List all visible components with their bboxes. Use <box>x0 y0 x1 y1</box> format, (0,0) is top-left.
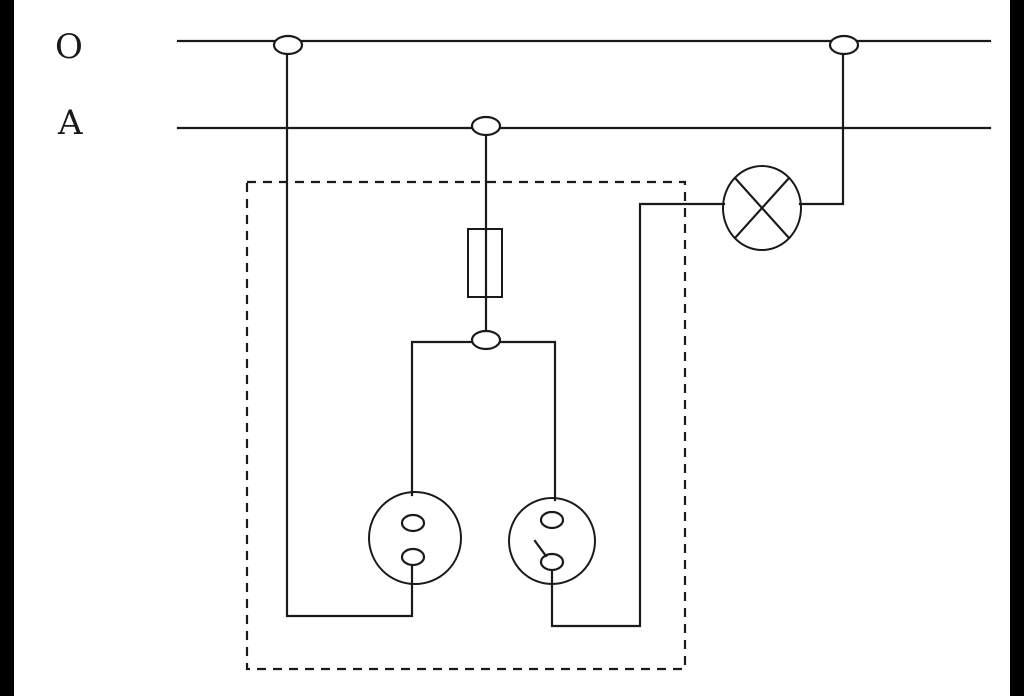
dashed-enclosure <box>245 180 687 671</box>
wire-lamp-return <box>798 43 845 206</box>
wire-switch-to-lamp <box>550 202 726 628</box>
junction-bottom-line <box>470 115 502 137</box>
line-label-bottom: A <box>57 103 83 143</box>
line-label-top: O <box>55 27 83 67</box>
drawing-area <box>14 0 1010 696</box>
junction-top-right <box>828 34 860 56</box>
lamp-icon <box>722 165 802 251</box>
wire-socket-return <box>285 43 414 618</box>
junction-branch <box>470 329 502 351</box>
switch-icon <box>508 497 596 585</box>
socket-icon <box>368 491 462 585</box>
junction-top-left <box>272 34 304 56</box>
